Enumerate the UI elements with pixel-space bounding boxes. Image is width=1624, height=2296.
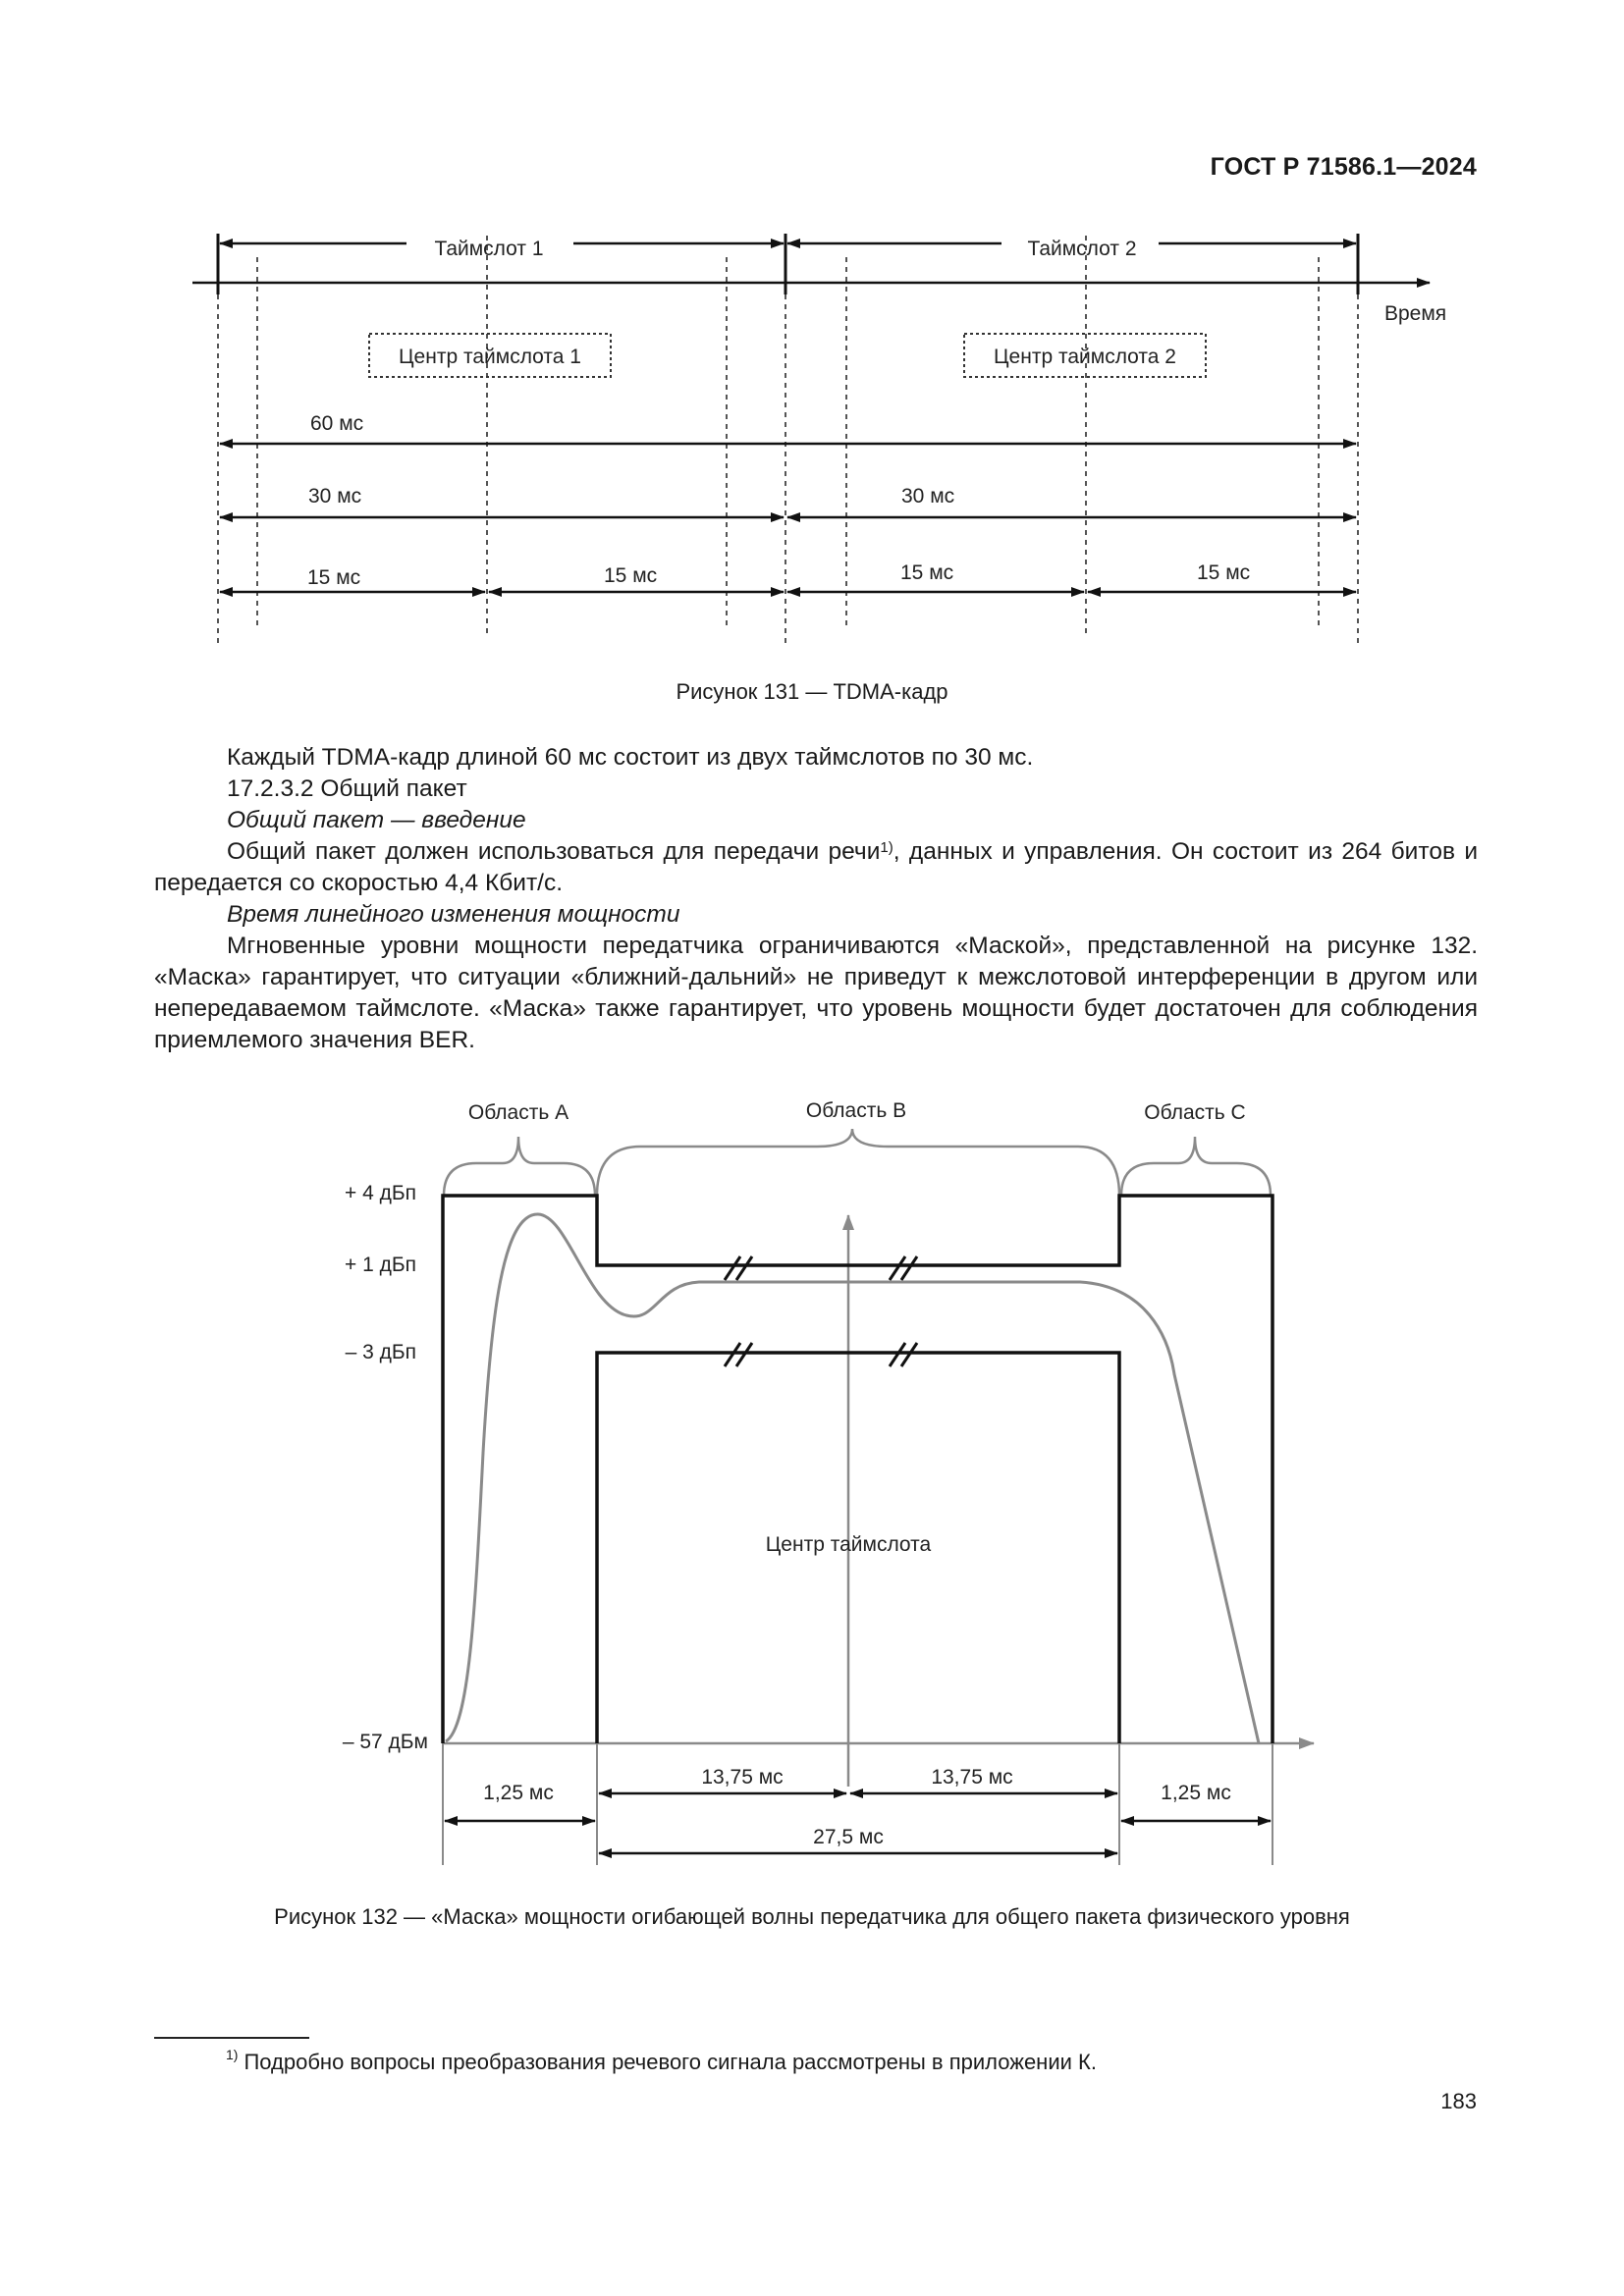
duration-27-5ms-label: 27,5 мс — [813, 1826, 884, 1848]
upper-mask — [441, 1194, 1274, 1743]
region-b-label: Область В — [806, 1099, 906, 1122]
page-number: 183 — [1440, 2089, 1477, 2113]
duration-30ms-b-label: 30 мс — [901, 485, 954, 507]
paragraph-common-packet: Общий пакет должен использоваться для пе… — [154, 838, 1479, 896]
region-c-label: Область С — [1144, 1101, 1245, 1124]
axis-break-marks — [723, 1255, 919, 1367]
power-envelope-curve — [445, 1212, 1261, 1744]
figure-132-caption: Рисунок 132 — «Маска» мощности огибающей… — [274, 1904, 1350, 1929]
duration-15ms-c-label: 15 мс — [900, 561, 953, 584]
duration-15ms-a-label: 15 мс — [307, 566, 360, 589]
center-timeslot2-label: Центр таймслота 2 — [994, 346, 1176, 368]
figure-131-caption: Рисунок 131 — TDMA-кадр — [676, 679, 948, 704]
level-minus57-label: – 57 дБм — [343, 1731, 428, 1753]
region-a-label: Область А — [468, 1101, 568, 1124]
figure-132-power-mask: Область А Область В Область С + 4 дБп + … — [343, 1099, 1315, 1865]
timeslot2-label: Таймслот 2 — [1027, 238, 1136, 260]
duration-15ms-b-label: 15 мс — [604, 564, 657, 587]
duration-13-75ms-a-label: 13,75 мс — [701, 1766, 783, 1789]
duration-60ms-label: 60 мс — [310, 412, 363, 435]
level-plus1-label: + 1 дБп — [345, 1254, 416, 1276]
duration-13-75ms-b-label: 13,75 мс — [931, 1766, 1012, 1789]
footnote-mark: 1) — [226, 2047, 239, 2062]
slot-boundaries — [216, 234, 1360, 294]
time-axis-label: Время — [1384, 302, 1446, 325]
subheading-intro: Общий пакет — введение — [227, 807, 526, 833]
dotted-guides — [217, 236, 1359, 643]
duration-30ms-a-label: 30 мс — [308, 485, 361, 507]
footnote-ref[interactable]: 1) — [880, 839, 893, 856]
duration-1-25ms-a-label: 1,25 мс — [483, 1782, 554, 1804]
dimension-guides — [442, 1743, 1273, 1865]
subheading-ramp-time: Время линейного изменения мощности — [227, 901, 680, 928]
center-timeslot1-label: Центр таймслота 1 — [399, 346, 581, 368]
paragraph-frame-structure: Каждый TDMA-кадр длиной 60 мс состоит из… — [227, 744, 1034, 771]
footnote-text: Подробно вопросы преобразования речевого… — [244, 2050, 1097, 2074]
level-minus3-label: – 3 дБп — [346, 1341, 416, 1363]
level-plus4-label: + 4 дБп — [345, 1182, 416, 1204]
duration-1-25ms-b-label: 1,25 мс — [1161, 1782, 1231, 1804]
figure-131-tdma-frame: Время Таймслот 1 Таймслот 2 Центр таймсл… — [192, 234, 1446, 643]
document-number: ГОСТ Р 71586.1—2024 — [1210, 153, 1477, 181]
region-braces — [442, 1128, 1272, 1197]
duration-15ms-d-label: 15 мс — [1197, 561, 1250, 584]
footnote-separator — [154, 2037, 309, 2039]
paragraph-mask: Мгновенные уровни мощности передатчика о… — [154, 933, 1478, 1053]
section-heading-common-packet: 17.2.3.2 Общий пакет — [227, 775, 467, 802]
footnote: 1) Подробно вопросы преобразования речево… — [226, 2047, 1097, 2075]
lower-mask — [595, 1351, 1121, 1743]
timeslot-center-label: Центр таймслота — [766, 1533, 932, 1556]
timeslot1-label: Таймслот 1 — [434, 238, 543, 260]
